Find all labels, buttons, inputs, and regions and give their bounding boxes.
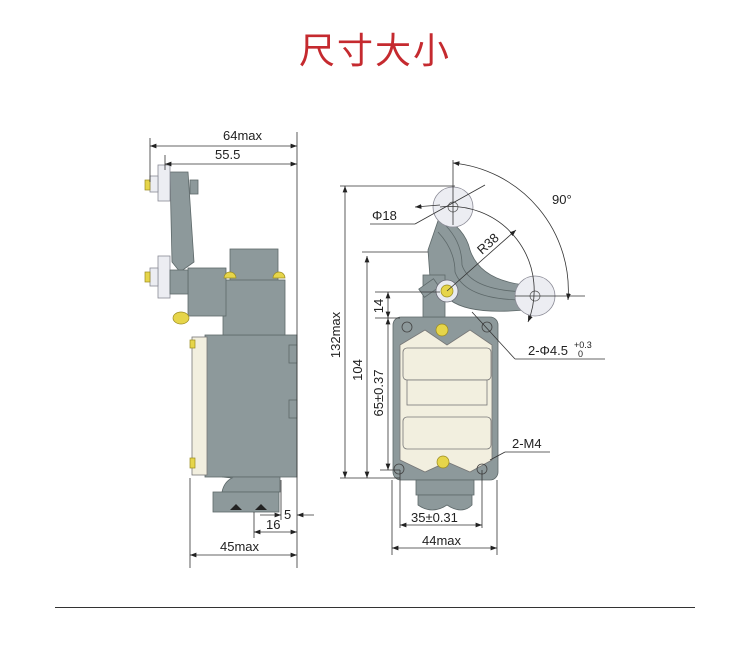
side-roller-bottom [157,255,171,299]
page-title: 尺寸大小 [298,31,451,72]
side-head [222,279,286,336]
dim-16: 16 [266,517,280,532]
side-view: 64max 55.5 45max 16 5 [144,128,314,568]
dim-hole-tol-upper: +0.3 [574,340,592,350]
dim-44max: 44max [422,533,462,548]
divider-line [55,607,695,608]
dim-14: 14 [371,299,386,313]
dim-phi18: Φ18 [372,208,397,223]
dim-35: 35±0.31 [411,510,458,525]
screw-bottom [436,455,450,469]
dim-65: 65±0.37 [371,370,386,417]
screw-top [435,323,449,337]
dim-45max: 45max [220,539,260,554]
side-roller-top [157,164,171,202]
dim-5: 5 [284,507,291,522]
dim-90-degrees: 90° [552,192,572,207]
dim-hole-label: 2-Φ4.5 [528,343,568,358]
side-cover-panel [191,336,208,476]
dim-104: 104 [350,359,365,381]
side-connector [221,476,281,493]
dim-64max: 64max [223,128,263,143]
dim-55-5: 55.5 [215,147,240,162]
side-body [204,334,298,478]
dim-hole-tol-lower: 0 [578,349,583,359]
dim-2-m4: 2-M4 [512,436,542,451]
dim-132max: 132max [328,311,343,358]
front-view: Φ18 R38 90° 132max 104 65±0.37 14 2-Φ4.5… [328,160,605,555]
dim-r38: R38 [474,230,502,257]
side-lever-arm [169,171,195,273]
